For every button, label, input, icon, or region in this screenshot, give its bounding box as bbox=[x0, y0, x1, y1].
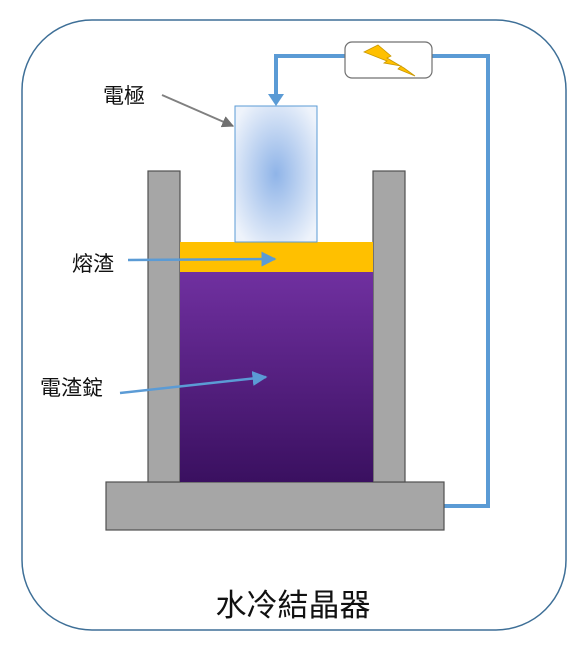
crystallizer-right-wall bbox=[372, 170, 406, 483]
lightning-bolt-icon bbox=[363, 44, 416, 77]
ingot-body bbox=[180, 272, 373, 482]
slag-label: 熔渣 bbox=[72, 252, 114, 276]
ingot-leader bbox=[119, 371, 268, 395]
electrode-leader bbox=[161, 94, 235, 128]
slag-layer bbox=[180, 242, 373, 272]
wire-arrowhead bbox=[268, 94, 284, 106]
electrode-label: 電極 bbox=[103, 84, 145, 108]
crystallizer-base bbox=[105, 481, 445, 531]
power-wire bbox=[274, 54, 490, 508]
slag-leader bbox=[127, 251, 277, 267]
crystallizer-label: 水冷結晶器 bbox=[215, 588, 371, 624]
electrode-body bbox=[234, 105, 318, 243]
crystallizer-left-wall bbox=[147, 170, 181, 483]
ingot-label: 電渣錠 bbox=[40, 376, 103, 400]
